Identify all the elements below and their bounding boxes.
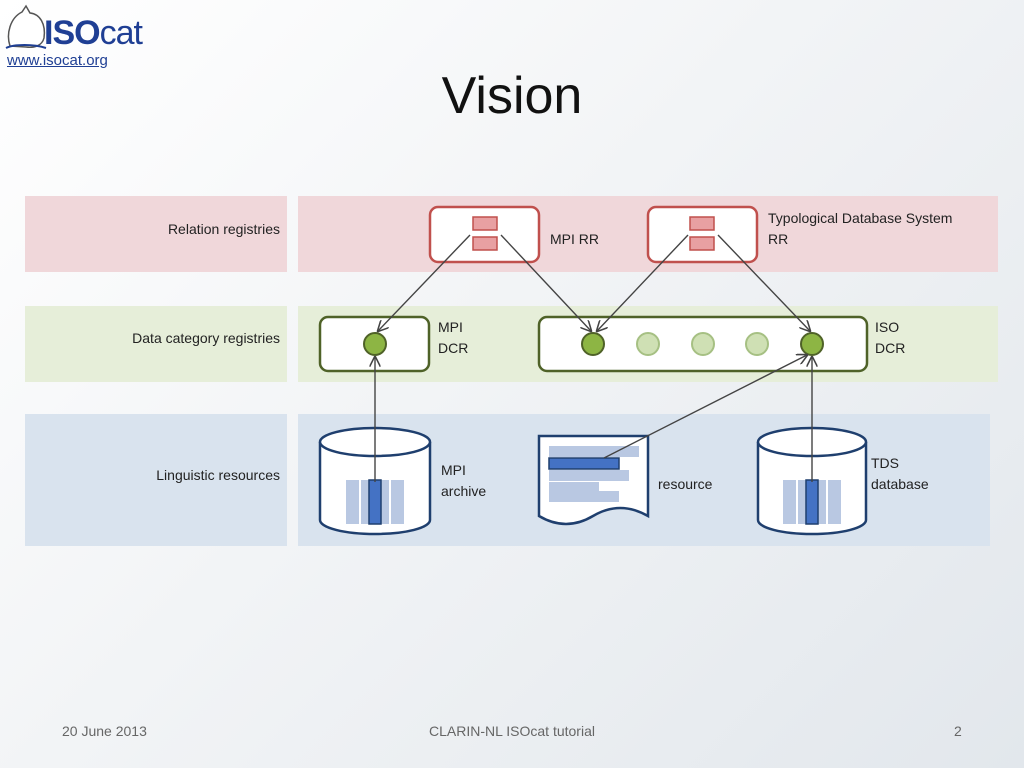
arrow-mpi-rr-to-iso-dcr bbox=[500, 234, 591, 331]
diagram-arrows bbox=[375, 234, 812, 482]
footer-date: 20 June 2013 bbox=[62, 723, 147, 739]
tds-rr-box bbox=[646, 205, 759, 264]
arrow-tds-rr-to-iso-dcr-last bbox=[717, 234, 810, 331]
isocat-logo-text: ISOcat bbox=[44, 14, 143, 52]
row-label-relation-registries: Relation registries bbox=[167, 221, 280, 237]
label-mpi-dcr: MPI DCR bbox=[438, 319, 469, 356]
arrow-mpi-rr-to-mpi-dcr bbox=[378, 234, 471, 331]
arrow-resource-to-iso-dcr bbox=[603, 355, 807, 459]
mpi-dcr-box bbox=[318, 315, 431, 373]
footer-title: CLARIN-NL ISOcat tutorial bbox=[429, 723, 595, 739]
label-mpi-archive: MPI archive bbox=[441, 462, 487, 499]
label-tds-database: TDS database bbox=[871, 455, 929, 492]
data-category-registries-label-band bbox=[25, 306, 287, 382]
linguistic-resources-label-band bbox=[25, 414, 287, 546]
iso-dcr-box bbox=[537, 315, 869, 373]
isocat-url-link[interactable]: www.isocat.org bbox=[7, 52, 108, 69]
row-label-data-category-registries: Data category registries bbox=[132, 330, 280, 346]
label-tds-rr: Typological Database System RR bbox=[768, 210, 953, 247]
cat-logo-icon bbox=[5, 4, 47, 49]
row-label-linguistic-resources: Linguistic resources bbox=[156, 467, 280, 483]
slide-title: Vision bbox=[441, 67, 583, 125]
resource-document bbox=[537, 434, 650, 526]
label-resource: resource bbox=[658, 476, 713, 492]
arrow-tds-rr-to-iso-dcr-first bbox=[597, 234, 689, 331]
label-mpi-rr: MPI RR bbox=[550, 231, 599, 247]
mpi-rr-box bbox=[428, 205, 541, 264]
page-number: 2 bbox=[954, 723, 962, 739]
label-iso-dcr: ISO DCR bbox=[875, 319, 906, 356]
relation-registries-label-band bbox=[25, 196, 287, 272]
